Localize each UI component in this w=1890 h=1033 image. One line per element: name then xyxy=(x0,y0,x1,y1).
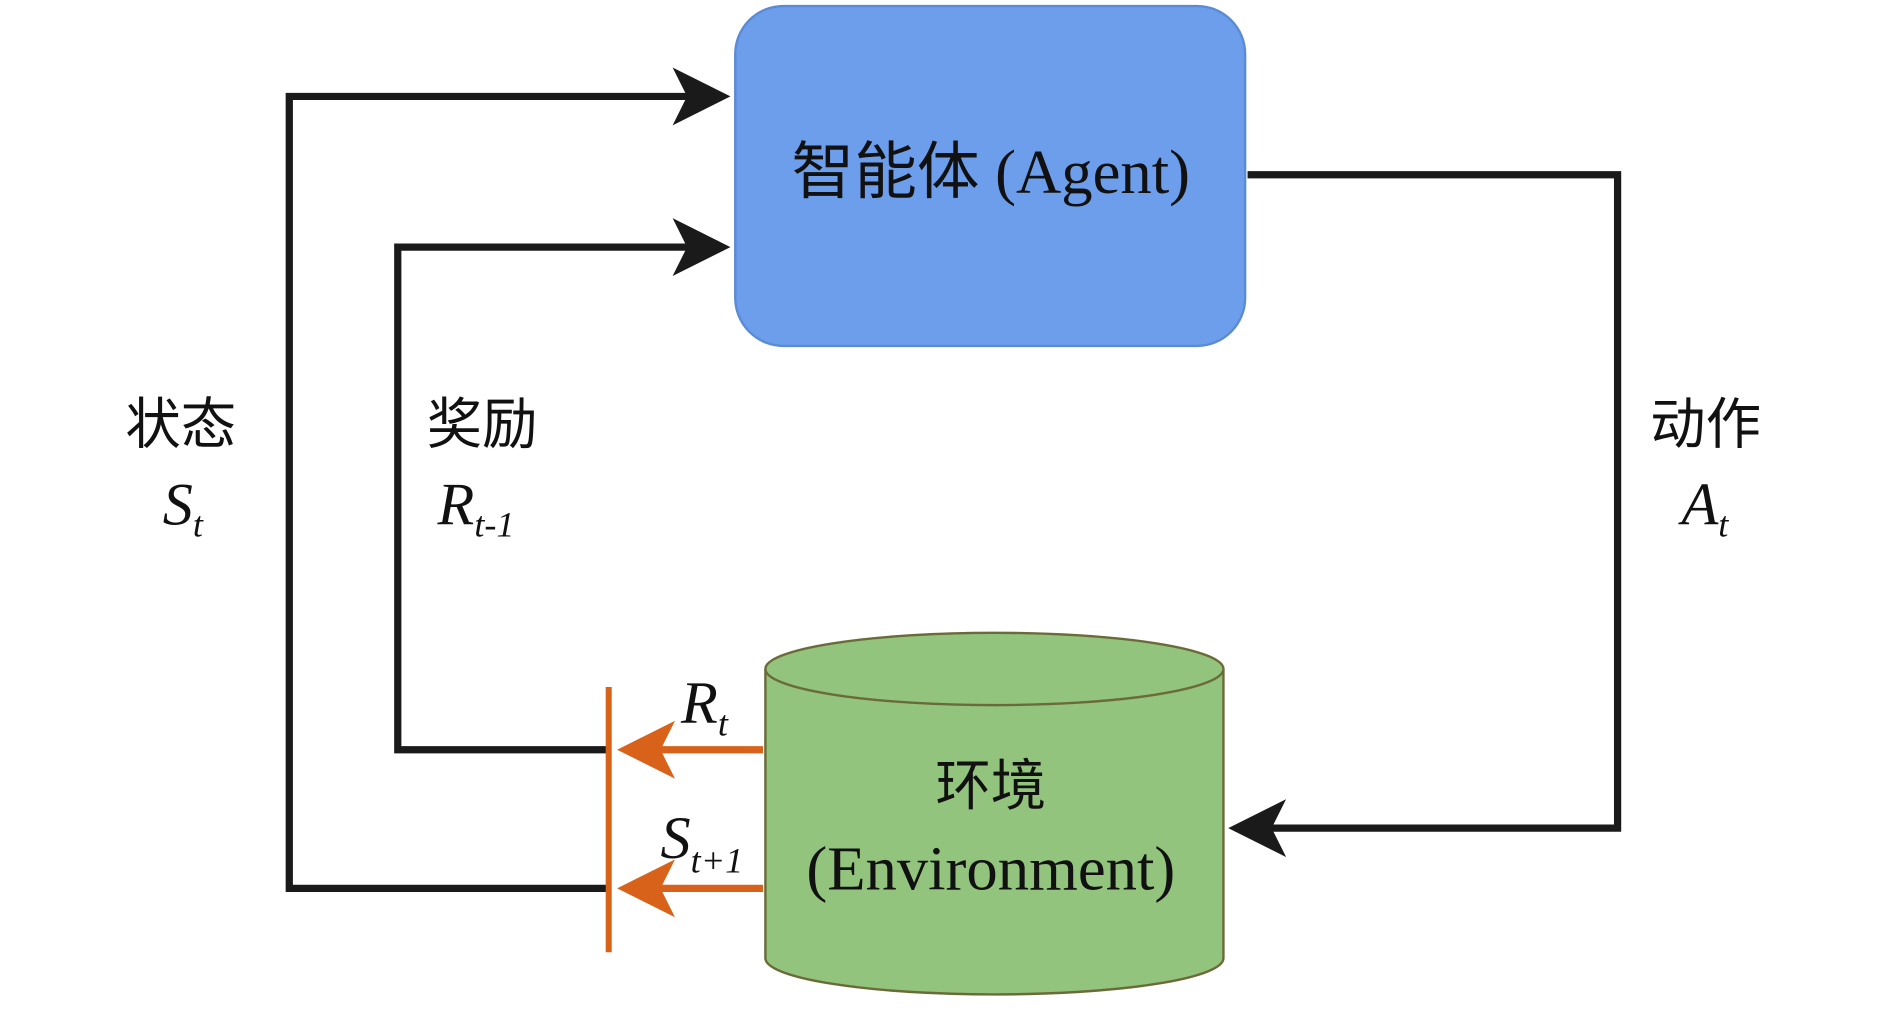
svg-text:状态: 状态 xyxy=(125,394,236,458)
env-next-state-label: St+1 xyxy=(661,805,744,880)
svg-text:St+1: St+1 xyxy=(661,805,744,880)
agent-label: 智能体 (Agent) xyxy=(792,137,1191,207)
reward-label: 奖励 Rt-1 xyxy=(427,394,538,545)
state-arrow xyxy=(285,67,731,892)
agent-node: 智能体 (Agent) xyxy=(734,4,1247,348)
env-reward-label: Rt xyxy=(680,670,729,743)
action-arrow xyxy=(1228,171,1622,858)
environment-node: 环境 (Environment) xyxy=(764,631,1225,996)
state-label: 状态 St xyxy=(125,394,236,545)
svg-text:At: At xyxy=(1677,471,1729,544)
svg-text:Rt: Rt xyxy=(680,670,729,743)
svg-text:动作: 动作 xyxy=(1650,394,1761,458)
action-label: 动作 At xyxy=(1650,394,1761,545)
svg-text:St: St xyxy=(163,471,204,544)
environment-label-cn: 环境 xyxy=(935,755,1046,819)
svg-text:Rt-1: Rt-1 xyxy=(437,471,515,544)
environment-label-en: (Environment) xyxy=(806,834,1175,904)
reward-arrow xyxy=(394,218,731,754)
svg-text:奖励: 奖励 xyxy=(427,394,538,458)
